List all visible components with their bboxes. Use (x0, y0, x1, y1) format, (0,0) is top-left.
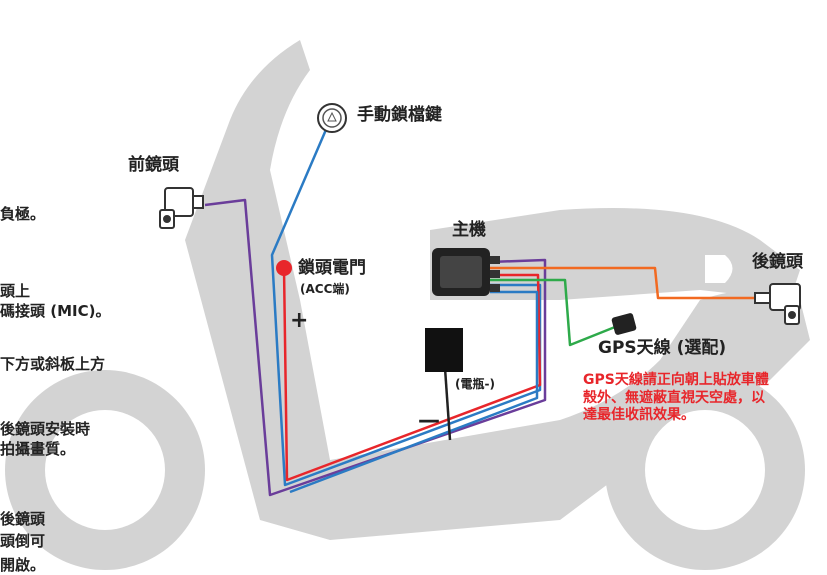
side-note: 下方或斜板上方 (0, 355, 106, 373)
side-note: 頭上 (0, 282, 31, 300)
gps-note: GPS天線請正向朝上貼放車體 殼外、無遮蔽直視天空處，以 達最佳收訊效果。 (583, 372, 769, 425)
gps-note-line: 殼外、無遮蔽直視天空處，以 (583, 389, 765, 406)
gps-note-line: 達最佳收訊效果。 (583, 407, 695, 423)
side-note: 頭倒可 (0, 532, 46, 550)
wire-black (443, 367, 452, 441)
front-camera-label: 前鏡頭 (128, 155, 179, 175)
front-camera-icon (159, 187, 204, 229)
plus-sign: + (290, 308, 309, 333)
side-note: 碼接頭 (MIC)。 (0, 302, 111, 320)
manual-lock-label: 手動鎖檔鍵 (357, 105, 442, 125)
wires (204, 124, 755, 497)
wheel-holes (45, 410, 765, 530)
side-note: 後鏡頭安裝時 (0, 420, 91, 438)
gps-label: GPS天線 (選配) (598, 338, 727, 358)
wire-blue (270, 124, 542, 487)
acc-label: (ACC端) (300, 282, 350, 296)
ignition-dot (276, 260, 292, 276)
minus-sign: — (418, 408, 440, 433)
wire-blue-2 (289, 290, 539, 494)
wire-red (282, 267, 542, 482)
rear-camera-label: 後鏡頭 (752, 252, 803, 272)
main-unit-label: 主機 (452, 220, 486, 240)
side-note: 拍攝畫質。 (0, 440, 76, 458)
battery-label: (電瓶-) (455, 377, 495, 391)
gps-antenna-icon (611, 313, 637, 335)
side-note: 後鏡頭 (0, 510, 46, 528)
side-note: 開啟。 (0, 556, 46, 574)
gps-note-line: GPS天線請正向朝上貼放車體 (583, 372, 769, 388)
ignition-label: 鎖頭電門 (298, 258, 366, 278)
rear-camera-icon (754, 283, 801, 325)
side-note: 負極。 (0, 205, 46, 223)
main-unit-icon (432, 248, 500, 296)
manual-lock-icon (317, 103, 347, 133)
wire-orange (490, 266, 755, 300)
wire-green (490, 278, 621, 347)
battery-icon (425, 328, 463, 372)
